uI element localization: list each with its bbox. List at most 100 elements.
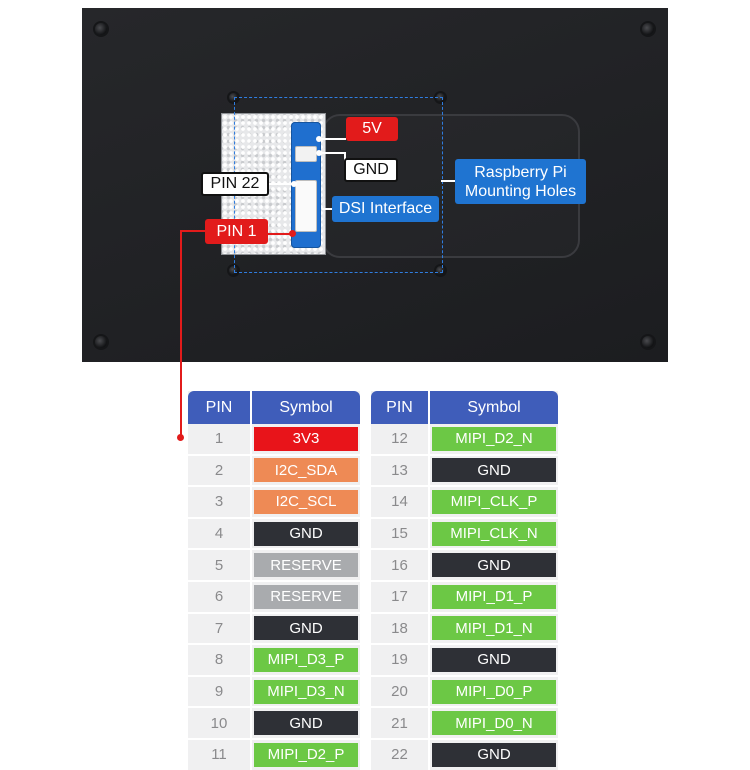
pin-symbol-cell: GND xyxy=(428,643,558,675)
mounting-hole xyxy=(229,93,238,102)
pin-symbol-cell: MIPI_D1_P xyxy=(428,579,558,612)
pin-number: 17 xyxy=(371,579,428,612)
pin-symbol-cell: MIPI_D1_N xyxy=(428,611,558,644)
pin-symbol-cell: MIPI_D3_P xyxy=(250,643,360,675)
pin-symbol: GND xyxy=(254,616,358,641)
pin-symbol: RESERVE xyxy=(254,584,358,609)
pin-symbol: MIPI_D1_N xyxy=(432,616,556,641)
pin-number: 3 xyxy=(188,485,250,517)
pin-number: 15 xyxy=(371,516,428,549)
pin-symbol-cell: RESERVE xyxy=(250,579,360,612)
pin-symbol: MIPI_D0_N xyxy=(432,711,556,736)
pin-symbol: GND xyxy=(432,553,556,578)
pin-symbol-cell: MIPI_D0_N xyxy=(428,706,558,738)
v5-leader-dot xyxy=(316,136,322,142)
corner-screw xyxy=(95,336,107,348)
pin1-leader-v xyxy=(180,230,182,437)
pin-symbol-cell: 3V3 xyxy=(250,424,360,454)
pin-symbol: MIPI_D3_N xyxy=(254,679,358,704)
pin-number: 18 xyxy=(371,611,428,644)
pin-symbol: MIPI_D2_N xyxy=(432,426,556,451)
header-symbol: Symbol xyxy=(428,391,558,424)
pin-symbol: GND xyxy=(432,458,556,483)
pin22-leader xyxy=(268,183,294,185)
pin-symbol: GND xyxy=(432,742,556,767)
rpi-leader xyxy=(441,180,455,182)
corner-screw xyxy=(642,23,654,35)
pin-symbol: I2C_SCL xyxy=(254,489,358,514)
pin-row: 1 3V3 xyxy=(188,424,360,454)
dsi-leader xyxy=(322,208,332,210)
pin-number: 6 xyxy=(188,579,250,612)
pin-symbol-cell: MIPI_D2_N xyxy=(428,424,558,454)
pin-symbol-cell: GND xyxy=(250,706,360,738)
pin-symbol-cell: GND xyxy=(428,548,558,580)
pin-symbol: GND xyxy=(254,521,358,546)
gnd-leader xyxy=(320,152,346,154)
header-symbol: Symbol xyxy=(250,391,360,424)
dsi-connector xyxy=(295,180,317,232)
pin-number: 20 xyxy=(371,674,428,707)
pin-symbol: MIPI_D1_P xyxy=(432,584,556,609)
pin-number: 2 xyxy=(188,453,250,486)
pin-number: 22 xyxy=(371,737,428,770)
pin-symbol: RESERVE xyxy=(254,553,358,578)
pin-number: 21 xyxy=(371,706,428,738)
pin-row: 12 MIPI_D2_N xyxy=(371,424,558,454)
pin-symbol: MIPI_CLK_P xyxy=(432,489,556,514)
pin-number: 12 xyxy=(391,430,408,448)
mounting-hole xyxy=(436,266,445,275)
pin-symbol-cell: I2C_SDA xyxy=(250,453,360,486)
pin-symbol-cell: MIPI_CLK_P xyxy=(428,485,558,517)
pin-symbol-cell: MIPI_D0_P xyxy=(428,674,558,707)
pin-number: 1 xyxy=(214,430,224,448)
pin-symbol-cell: MIPI_D3_N xyxy=(250,674,360,707)
mounting-hole xyxy=(229,266,238,275)
pin-number: 16 xyxy=(371,548,428,580)
header-pin: PIN xyxy=(371,391,428,424)
label-5v: 5V xyxy=(346,117,398,141)
pin-number: 7 xyxy=(188,611,250,644)
label-pin1: PIN 1 xyxy=(205,219,268,244)
pin-symbol-cell: GND xyxy=(428,737,558,770)
pin-symbol: MIPI_D0_P xyxy=(432,679,556,704)
pin-number: 8 xyxy=(188,643,250,675)
pin-symbol-cell: RESERVE xyxy=(250,548,360,580)
pin-symbol: I2C_SDA xyxy=(254,458,358,483)
gnd-leader-v xyxy=(344,152,346,162)
corner-screw xyxy=(642,336,654,348)
pin-number: 13 xyxy=(371,453,428,486)
pin1-leader-h2 xyxy=(180,230,205,232)
pin-number: 19 xyxy=(371,643,428,675)
pin-symbol-cell: I2C_SCL xyxy=(250,485,360,517)
pin-symbol: MIPI_CLK_N xyxy=(432,521,556,546)
label-rpi-line1: Raspberry Pi xyxy=(474,163,567,181)
pin-symbol-cell: GND xyxy=(428,453,558,486)
label-gnd: GND xyxy=(344,158,398,182)
label-pin22: PIN 22 xyxy=(201,172,269,196)
pin-symbol-cell: MIPI_D2_P xyxy=(250,737,360,770)
pin-symbol: MIPI_D3_P xyxy=(254,647,358,672)
pin1-leader-h xyxy=(268,233,293,235)
label-raspberry-pi-mounting-holes: Raspberry Pi Mounting Holes xyxy=(455,159,586,204)
pin-number: 5 xyxy=(188,548,250,580)
